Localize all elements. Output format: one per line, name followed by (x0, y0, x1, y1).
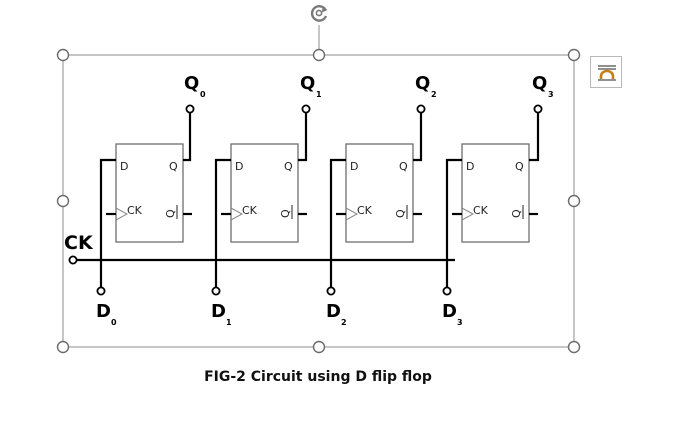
flip-flop-3-box (461, 143, 530, 243)
flip-flop-0-ck-pin: CK (127, 204, 143, 217)
resize-handle-top[interactable] (312, 48, 326, 62)
flip-flop-1-clock-triangle (230, 207, 244, 221)
flip-flop-3-d-pin: D (466, 160, 474, 173)
flip-flop-2-output-terminal (416, 104, 426, 114)
flip-flop-1-output-terminal (301, 104, 311, 114)
flip-flop-0-input-subscript: 0 (111, 318, 117, 327)
flip-flop-2-input-subscript: 2 (341, 318, 347, 327)
flip-flop-2-box (345, 143, 414, 243)
resize-handle-bottom-left[interactable] (56, 340, 70, 354)
flip-flop-1-ck-pin: CK (242, 204, 258, 217)
flip-flop-2-input-terminal (326, 286, 336, 296)
flip-flop-2-qbar-pin: Q (394, 209, 407, 218)
flip-flop-0-q-wire (183, 113, 192, 162)
flip-flop-1-d-wire (214, 158, 231, 287)
flip-flop-1-input-terminal (211, 286, 221, 296)
flip-flop-0-box (115, 143, 184, 243)
flip-flop-0-qbar-pin: Q (164, 209, 177, 218)
flip-flop-2-q-pin: Q (399, 160, 408, 173)
flip-flop-0-q-pin: Q (169, 160, 178, 173)
flip-flop-2-clock-triangle (345, 207, 359, 221)
flip-flop-3-clock-triangle (461, 207, 475, 221)
flip-flop-0-d-wire (99, 158, 116, 287)
flip-flop-0-d-pin: D (120, 160, 128, 173)
flip-flop-3-d-wire (445, 158, 462, 287)
figure-caption: FIG-2 Circuit using D flip flop (204, 369, 432, 385)
resize-handle-bottom[interactable] (312, 340, 326, 354)
flip-flop-1-input-label: D (211, 301, 226, 322)
flip-flop-2-input-label: D (326, 301, 341, 322)
flip-flop-3-input-subscript: 3 (457, 318, 463, 327)
flip-flop-3-input-terminal (442, 286, 452, 296)
flip-flop-2-d-wire (329, 158, 346, 287)
resize-handle-top-right[interactable] (567, 48, 581, 62)
flip-flop-1-output-subscript: 1 (316, 90, 322, 99)
flip-flop-3-q-pin: Q (515, 160, 524, 173)
resize-handle-top-left[interactable] (56, 48, 70, 62)
flip-flop-3-input-label: D (442, 301, 457, 322)
flip-flop-2-d-pin: D (350, 160, 358, 173)
flip-flop-3-qbar-pin: Q (510, 209, 523, 218)
flip-flop-3-output-subscript: 3 (548, 90, 554, 99)
flip-flop-1-q-pin: Q (284, 160, 293, 173)
flip-flop-3-output-label: Q (532, 73, 547, 94)
flip-flop-2-output-label: Q (415, 73, 430, 94)
flip-flop-0-input-terminal (96, 286, 106, 296)
clock-terminal (68, 255, 78, 265)
layout-options-button[interactable] (590, 56, 622, 88)
flip-flop-1-input-subscript: 1 (226, 318, 232, 327)
flip-flop-1-qbar-pin: Q (279, 209, 292, 218)
flip-flop-1-box (230, 143, 299, 243)
flip-flop-0-clock-triangle (115, 207, 129, 221)
flip-flop-0-output-label: Q (184, 73, 199, 94)
flip-flop-3-output-terminal (533, 104, 543, 114)
flip-flop-3-q-wire (529, 113, 540, 162)
flip-flop-2-output-subscript: 2 (431, 90, 437, 99)
flip-flop-2-ck-pin: CK (357, 204, 373, 217)
flip-flop-1-output-label: Q (300, 73, 315, 94)
rotate-handle-icon[interactable] (310, 5, 328, 22)
flip-flop-0-output-subscript: 0 (200, 90, 206, 99)
clock-label: CK (64, 232, 94, 254)
flip-flop-1-d-pin: D (235, 160, 243, 173)
layout-options-icon (598, 65, 616, 81)
flip-flop-0-input-label: D (96, 301, 111, 322)
flip-flop-0-output-terminal (185, 104, 195, 114)
resize-handle-left[interactable] (56, 194, 70, 208)
resize-handle-bottom-right[interactable] (567, 340, 581, 354)
flip-flop-1-q-wire (298, 113, 308, 162)
flip-flop-3-ck-pin: CK (473, 204, 489, 217)
resize-handle-right[interactable] (567, 194, 581, 208)
flip-flop-2-q-wire (413, 113, 423, 162)
